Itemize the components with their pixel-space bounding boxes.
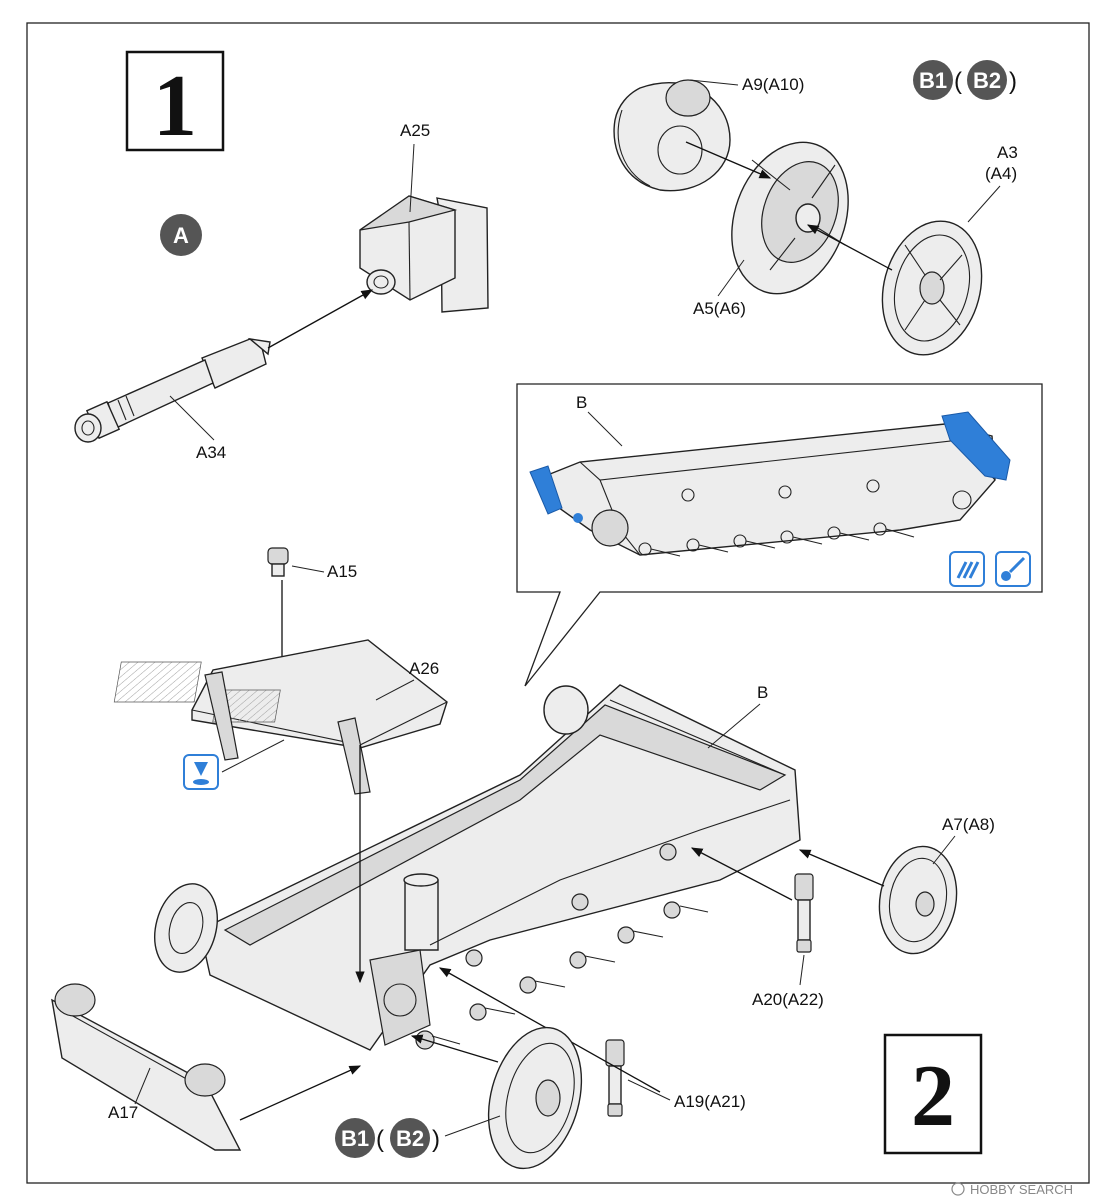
part-a25-mantlet <box>359 195 489 313</box>
label-a26: A26 <box>409 659 439 678</box>
label-a34: A34 <box>196 443 226 462</box>
inset-detail-box <box>516 383 1043 687</box>
svg-text:B2: B2 <box>396 1126 424 1151</box>
step-number-box: 1 <box>125 50 225 155</box>
label-a25: A25 <box>400 121 430 140</box>
step-number: 1 <box>153 58 197 155</box>
next-step-number-box: 2 <box>883 1033 983 1155</box>
svg-text:B2: B2 <box>973 68 1001 93</box>
svg-text:HOBBY SEARCH: HOBBY SEARCH <box>970 1182 1073 1197</box>
label-a5: A5(A6) <box>693 299 746 318</box>
svg-text:): ) <box>1009 68 1017 95</box>
label-a20: A20(A22) <box>752 990 824 1009</box>
page-border <box>26 22 1090 1184</box>
label-b-inset: B <box>576 393 587 412</box>
paint-brush-icon <box>995 551 1031 587</box>
part-a7-road-wheel <box>878 845 958 955</box>
cement-icon <box>949 551 985 587</box>
badge-b2-bottom: B2 <box>390 1118 430 1158</box>
svg-text:): ) <box>432 1126 440 1153</box>
copyright-icon <box>951 1182 965 1196</box>
label-a19: A19(A21) <box>674 1092 746 1111</box>
hull-rear-idler <box>543 685 589 735</box>
part-a34-barrel <box>74 337 271 443</box>
part-a3-sprocket <box>881 220 983 356</box>
watermark: HOBBY SEARCH <box>951 1182 1073 1197</box>
hull-front-sprocket <box>154 883 218 973</box>
part-b-hull <box>199 684 801 1051</box>
part-a26-deck-plate <box>113 639 448 795</box>
highlight-rear <box>941 411 1011 481</box>
svg-text:(: ( <box>954 68 962 95</box>
highlight-front <box>529 465 563 515</box>
part-a5-sprocket <box>731 141 849 295</box>
part-bottom-sprocket <box>487 1026 583 1170</box>
badge-b1-top: B1 <box>913 60 953 100</box>
svg-text:B1: B1 <box>919 68 947 93</box>
label-a15: A15 <box>327 562 357 581</box>
label-a4: (A4) <box>985 164 1017 183</box>
part-a17-beam <box>51 983 242 1151</box>
label-b-main: B <box>757 683 768 702</box>
label-a17: A17 <box>108 1103 138 1122</box>
hull-suspension-arms <box>415 843 709 1050</box>
label-a3: A3 <box>997 143 1018 162</box>
sub-assembly-a-badge: A <box>160 214 202 256</box>
part-a19-shock <box>605 1039 625 1117</box>
next-step-number: 2 <box>911 1048 955 1145</box>
part-a9-hub-cover <box>613 79 731 192</box>
label-a7: A7(A8) <box>942 815 995 834</box>
part-a20-shock <box>794 873 814 953</box>
badge-b1-bottom: B1 <box>335 1118 375 1158</box>
svg-text:(: ( <box>376 1126 384 1153</box>
part-a15 <box>267 547 289 577</box>
glue-drop-icon <box>183 754 219 790</box>
label-a9: A9(A10) <box>742 75 804 94</box>
svg-text:B1: B1 <box>341 1126 369 1151</box>
svg-text:A: A <box>173 223 189 248</box>
badge-b2-top: B2 <box>967 60 1007 100</box>
